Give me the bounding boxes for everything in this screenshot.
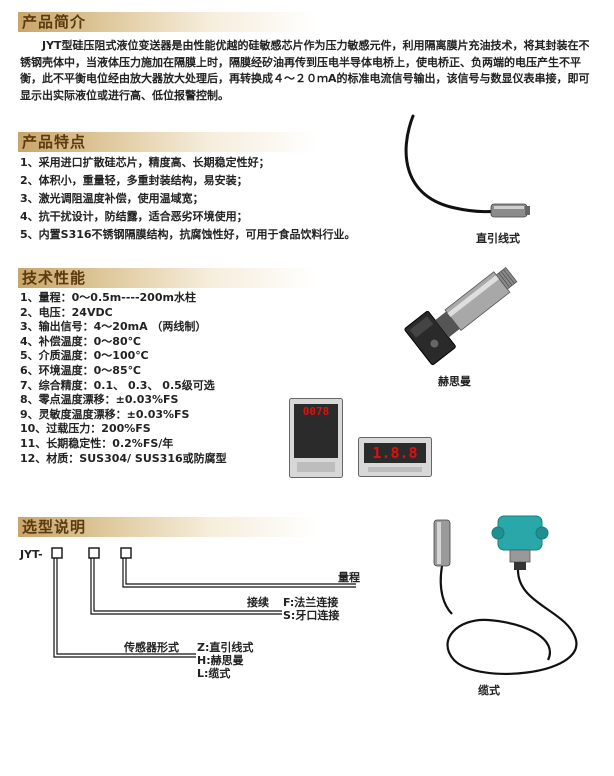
- spec-item: 10、过载压力：200%FS: [20, 422, 151, 436]
- feature-item: 2、体积小，重量轻，多重封装结构，易安装；: [20, 174, 248, 187]
- header-bar: [18, 132, 318, 152]
- section-header-specs: 技术性能: [18, 268, 318, 288]
- connection-code-box: [88, 547, 100, 559]
- feature-item: 5、内置S316不锈钢隔膜结构，抗腐蚀性好，可用于食品饮料行业。: [20, 228, 356, 241]
- cable-sensor-image: [433, 515, 578, 675]
- panel-digital-meter: 1.8.8: [358, 437, 432, 477]
- header-bar: [18, 12, 318, 32]
- meter-digits: 0078: [302, 405, 330, 418]
- connection-option: F:法兰连接: [283, 595, 338, 609]
- section-header-features: 产品特点: [18, 132, 318, 152]
- features-list: 1、采用进口扩散硅芯片，精度高、长期稳定性好； 2、体积小，重量轻，多重封装结构…: [20, 154, 356, 244]
- specs-list: 1、量程：0～0.5m----200m水柱 2、电压：24VDC 3、输出信号：…: [20, 291, 227, 466]
- feature-item: 3、激光调阻温度补偿，使用温域宽；: [20, 192, 204, 205]
- spec-item: 12、材质：SUS304/ SUS316或防腐型: [20, 451, 227, 465]
- spec-item: 7、综合精度：0.1、 0.3、 0.5级可选: [20, 378, 215, 392]
- sensor-code-box: [51, 547, 63, 559]
- sensor-option: L:缆式: [197, 666, 230, 680]
- feature-item: 4、抗干扰设计，防结露，适合恶劣环境使用；: [20, 210, 248, 223]
- spec-item: 1、量程：0～0.5m----200m水柱: [20, 291, 196, 304]
- spec-item: 11、长期稳定性：0.2%FS/年: [20, 436, 174, 450]
- header-bar: [18, 517, 318, 537]
- sensor-option: Z:直引线式: [197, 640, 253, 654]
- spec-item: 4、补偿温度：0～80℃: [20, 334, 141, 348]
- spec-item: 9、灵敏度温度漂移：±0.03%FS: [20, 407, 190, 421]
- caption-cable: 缆式: [478, 684, 500, 697]
- hirschmann-sensor-image: [404, 266, 518, 366]
- spec-item: 6、环境温度：0～85℃: [20, 363, 141, 377]
- model-code-diagram: JYT- 量程 接续 F:法兰连接 S:牙口连接 传感器形式 Z:直引线式 H:…: [19, 547, 360, 680]
- section-header-selection: 选型说明: [18, 517, 318, 537]
- section-title-specs: 技术性能: [22, 269, 87, 287]
- model-prefix: JYT-: [19, 548, 43, 561]
- section-title-selection: 选型说明: [22, 518, 87, 536]
- spec-item: 5、介质温度：0～100℃: [20, 349, 149, 363]
- intro-text: JYT型硅压阻式液位变送器是由性能优越的硅敏感芯片作为压力敏感元件，利用隔离膜片…: [20, 39, 590, 102]
- spec-item: 8、零点温度漂移：±0.03%FS: [20, 393, 179, 407]
- sensor-option: H:赫思曼: [197, 653, 244, 667]
- caption-hirschmann: 赫思曼: [438, 375, 471, 388]
- feature-item: 1、采用进口扩散硅芯片，精度高、长期稳定性好；: [20, 156, 270, 169]
- spec-item: 2、电压：24VDC: [20, 305, 113, 319]
- sensor-label: 传感器形式: [123, 640, 179, 654]
- connection-option: S:牙口连接: [283, 608, 339, 622]
- panel-digits: 1.8.8: [372, 444, 418, 462]
- intro-paragraph: JYT型硅压阻式液位变送器是由性能优越的硅敏感芯片作为压力敏感元件，利用隔离膜片…: [20, 38, 598, 104]
- connection-label: 接续: [247, 595, 269, 609]
- header-bar: [18, 268, 318, 288]
- vertical-digital-meter: 0078: [289, 398, 343, 478]
- caption-direct-lead: 直引线式: [476, 232, 520, 245]
- direct-lead-sensor-image: [404, 114, 530, 218]
- range-code-box: [120, 547, 132, 559]
- section-title-features: 产品特点: [22, 133, 87, 151]
- section-title-intro: 产品简介: [22, 13, 87, 31]
- range-label: 量程: [338, 570, 360, 584]
- spec-item: 3、输出信号：4～20mA （两线制）: [20, 320, 207, 334]
- section-header-intro: 产品简介: [18, 12, 318, 32]
